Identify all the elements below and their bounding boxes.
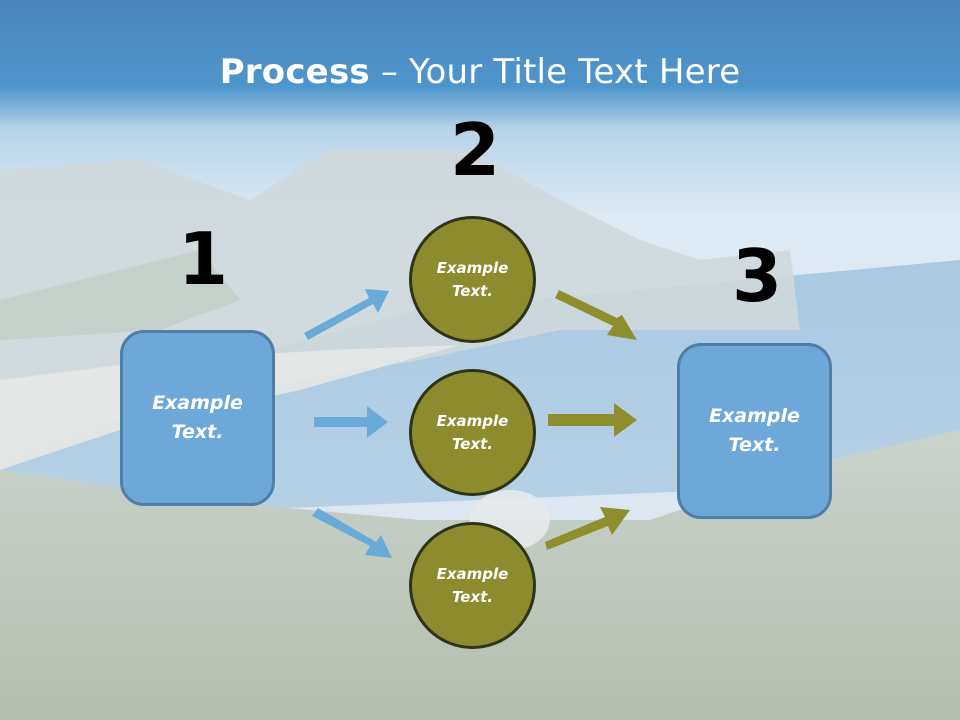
- step-number-2: 2: [450, 108, 501, 192]
- step-1-box[interactable]: Example Text.: [120, 330, 275, 506]
- arrow-to-circle-2: [314, 406, 388, 438]
- step-2-circle-top[interactable]: Example Text.: [409, 216, 536, 343]
- circle-top-label: Example Text.: [436, 258, 509, 300]
- step-2-circle-middle[interactable]: Example Text.: [409, 369, 536, 496]
- hillside: [0, 250, 240, 340]
- step-1-label: Example Text.: [152, 392, 243, 443]
- circle-middle-label: Example Text.: [436, 411, 509, 453]
- step-2-circle-bottom[interactable]: Example Text.: [409, 522, 536, 649]
- step-number-3: 3: [732, 234, 783, 318]
- step-number-1: 1: [178, 217, 229, 301]
- arrow-to-circle-1: [304, 289, 389, 340]
- step-3-box[interactable]: Example Text.: [677, 343, 832, 519]
- step-3-label: Example Text.: [709, 405, 800, 456]
- beach: [0, 345, 460, 470]
- title-bold: Process: [219, 52, 370, 92]
- arrow-to-circle-3: [312, 508, 392, 558]
- arrow-from-circle-1: [555, 290, 637, 340]
- title-rest: – Your Title Text Here: [369, 52, 741, 92]
- arrow-from-circle-2: [548, 403, 637, 437]
- arrow-from-circle-3: [545, 507, 630, 550]
- slide-title: Process – Your Title Text Here: [0, 52, 960, 92]
- circle-bottom-label: Example Text.: [436, 564, 509, 606]
